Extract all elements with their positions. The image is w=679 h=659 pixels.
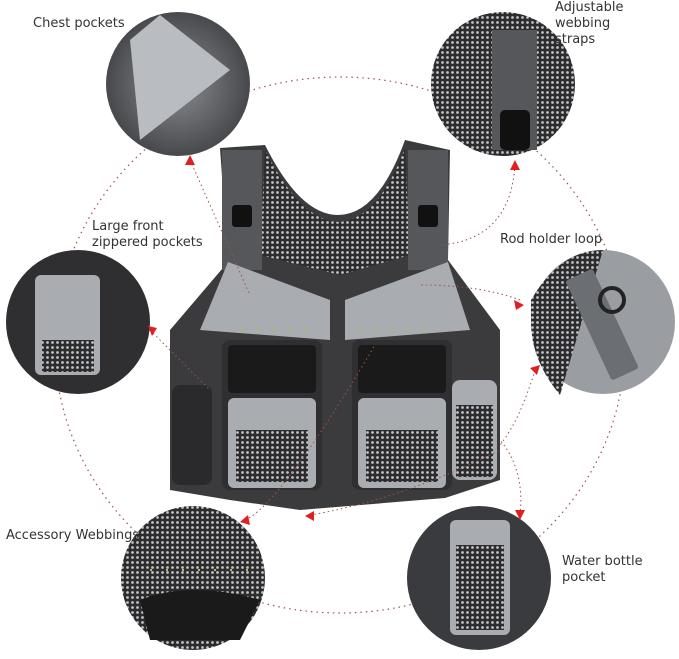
label-large-front-pockets: Large front zippered pockets [92, 219, 203, 250]
label-adjustable-webbing-straps: Adjustable webbing straps [555, 0, 624, 47]
label-water-bottle-pocket: Water bottle pocket [562, 554, 643, 585]
detail-circles [6, 12, 675, 650]
label-accessory-webbings: Accessory Webbings [6, 528, 140, 543]
vest [170, 140, 500, 510]
callout-arrows [148, 155, 540, 525]
label-rod-holder-loop: Rod holder loop [500, 232, 603, 247]
label-chest-pockets: Chest pockets [33, 16, 125, 31]
